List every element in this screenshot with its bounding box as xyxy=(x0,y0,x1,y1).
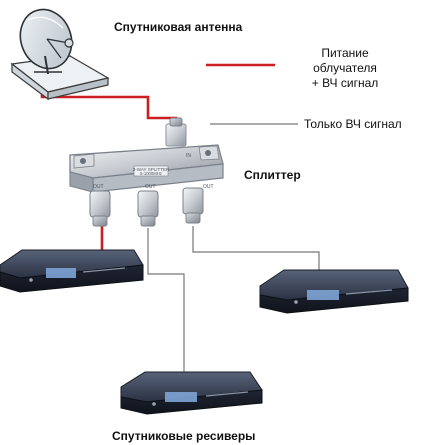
legend-power-and-rf: Питание облучателя + ВЧ сигнал xyxy=(278,46,412,91)
receivers-title: Спутниковые ресиверы xyxy=(112,429,256,443)
splitter-model-line-2: 5-1000MHz xyxy=(140,171,162,176)
power-line-antenna-to-splitter xyxy=(40,92,178,132)
splitter-title: Сплиттер xyxy=(244,168,301,182)
splitter-input-label: IN xyxy=(186,153,191,159)
rf-line-to-receiver-right xyxy=(192,226,320,270)
legend-power-line-2: облучателя xyxy=(313,61,377,75)
splitter-icon: 3-WAY SPLITTER 5-1000MHz IN OUT OUT OUT xyxy=(69,117,224,227)
receiver-right-icon xyxy=(259,269,409,314)
legend-power-line-3: + ВЧ сигнал xyxy=(311,76,379,90)
satellite-dish-icon xyxy=(10,8,110,101)
splitter-model-line-1: 3-WAY SPLITTER xyxy=(133,167,170,172)
splitter-port-2 xyxy=(137,190,159,227)
antenna-title: Спутниковая антенна xyxy=(114,20,243,34)
splitter-port-label-1: OUT xyxy=(93,184,104,190)
receiver-left-icon xyxy=(0,249,144,293)
splitter-port-1 xyxy=(89,190,111,227)
legend-power-line-1: Питание xyxy=(321,46,369,60)
splitter-port-label-3: OUT xyxy=(203,184,214,190)
splitter-port-label-2: OUT xyxy=(145,184,156,190)
splitter-port-3 xyxy=(182,187,204,224)
legend-rf-only: Только ВЧ сигнал xyxy=(304,117,402,131)
receiver-bottom-icon xyxy=(120,371,263,415)
rf-line-to-receiver-bottom xyxy=(147,228,185,372)
